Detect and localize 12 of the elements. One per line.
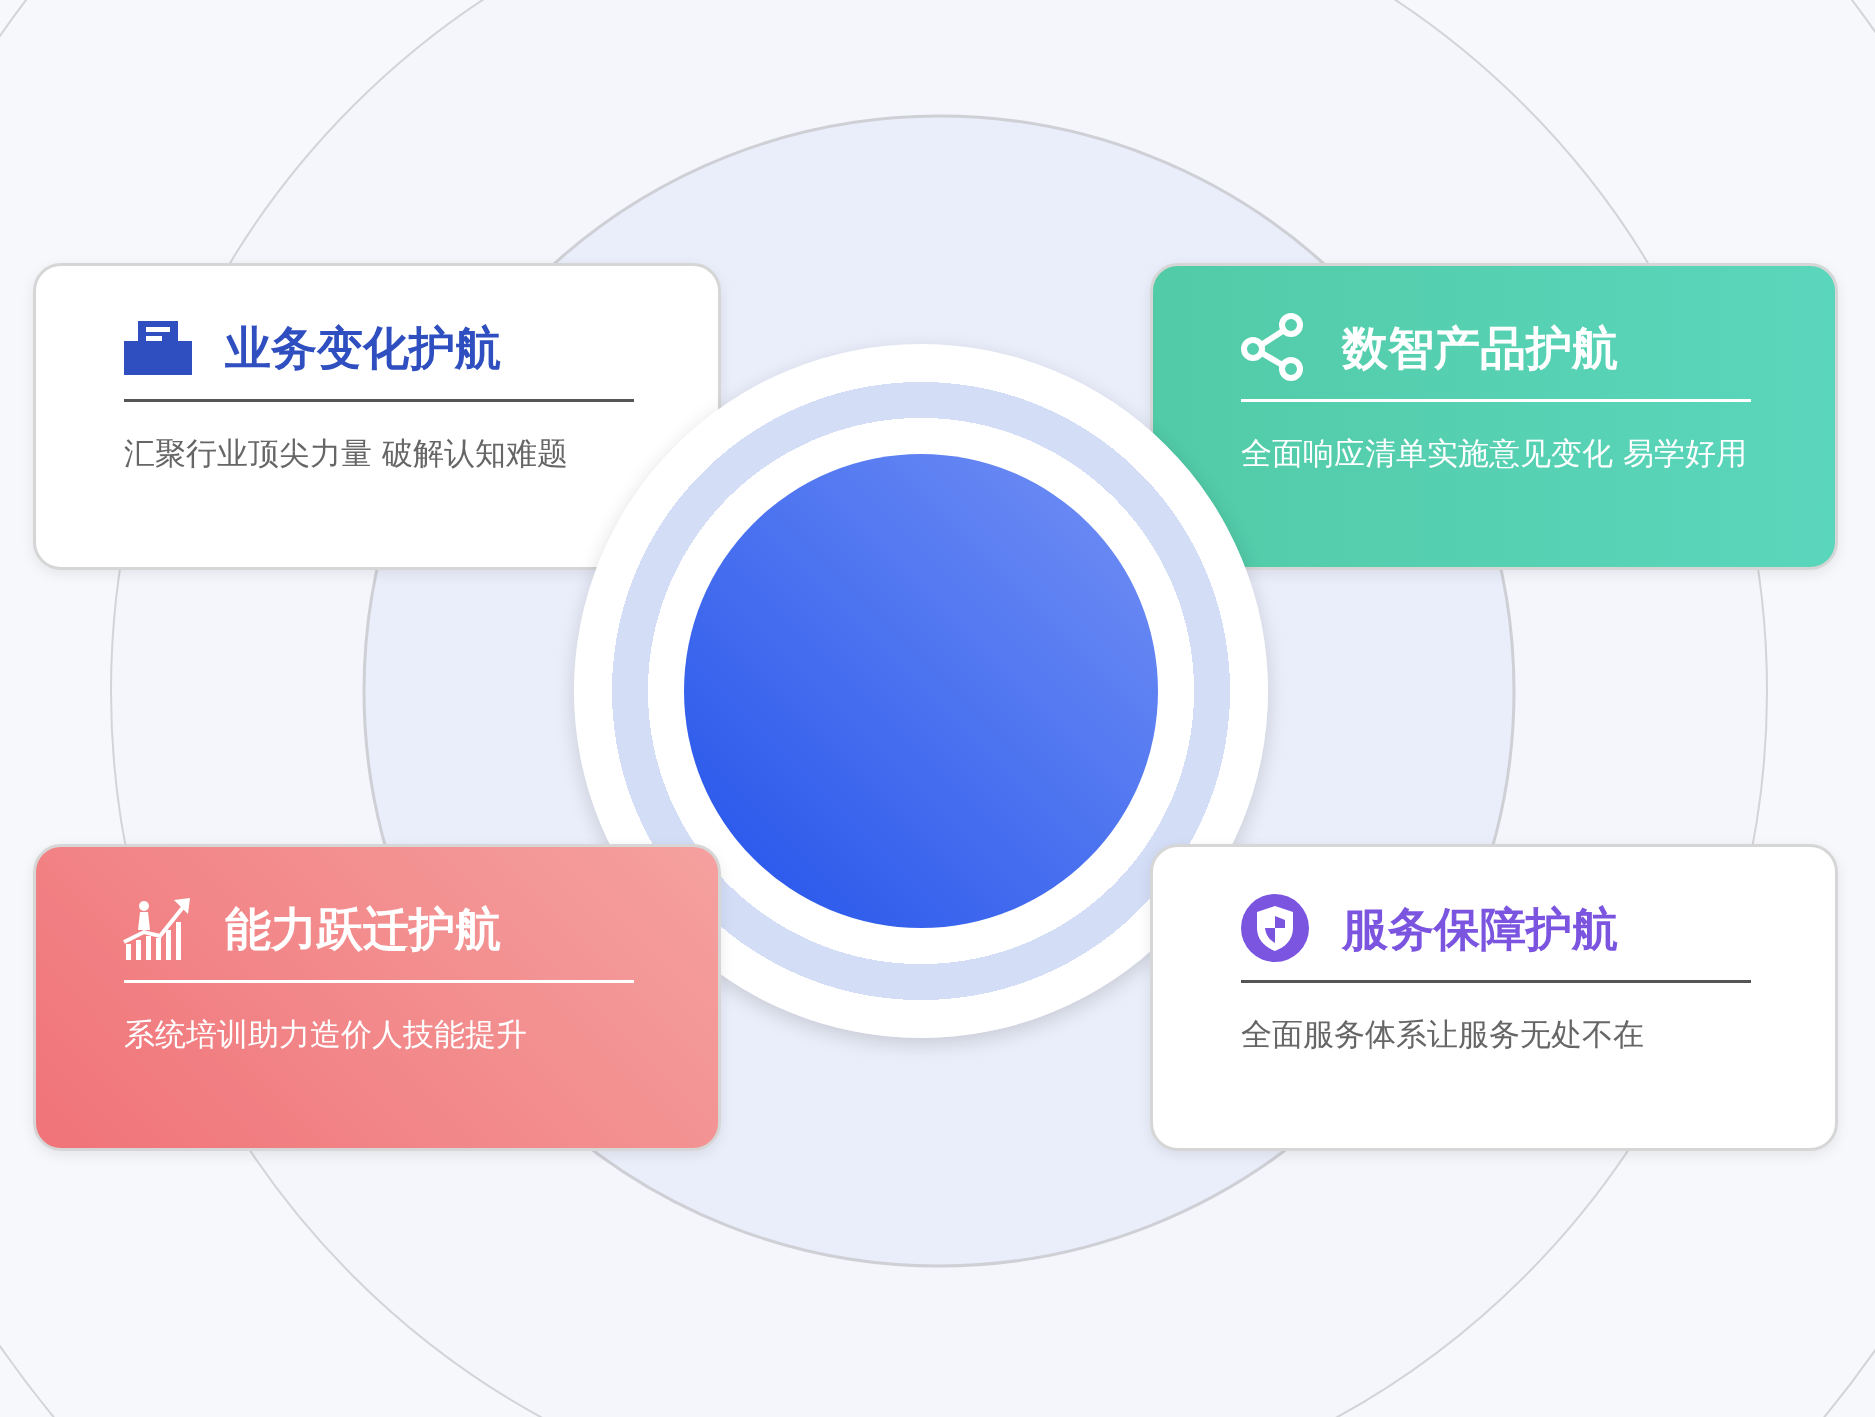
card-text: 全面服务体系让服务无处不在 xyxy=(1241,1015,1644,1054)
info-card xyxy=(1150,263,1838,570)
card-title: 服务保障护航 xyxy=(1342,901,1618,958)
info-card xyxy=(1150,844,1838,1151)
card-title: 能力跃迁护航 xyxy=(225,901,501,958)
card-text: 系统培训助力造价人技能提升 xyxy=(124,1015,527,1054)
info-card xyxy=(33,844,721,1151)
info-card xyxy=(33,263,721,570)
card-text: 全面响应清单实施意见变化 易学好用 xyxy=(1241,434,1747,473)
card-text: 汇聚行业顶尖力量 破解认知难题 xyxy=(124,434,568,473)
card-title: 数智产品护航 xyxy=(1342,320,1618,377)
card-title: 业务变化护航 xyxy=(225,320,501,377)
